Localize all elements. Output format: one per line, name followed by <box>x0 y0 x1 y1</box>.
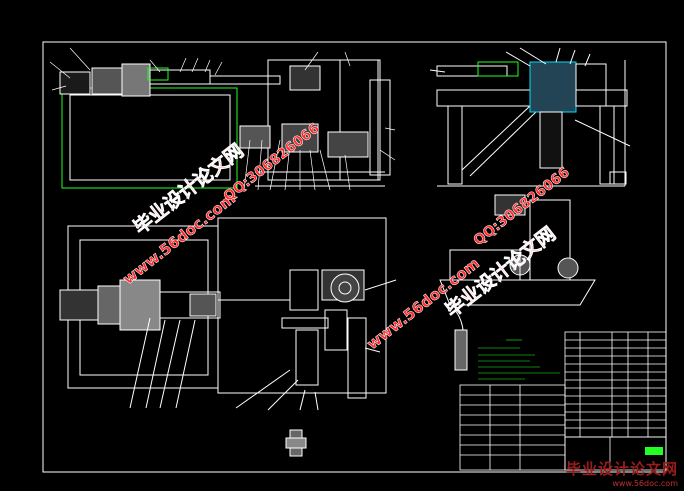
title-block <box>459 331 667 471</box>
detail-view-right-middle <box>439 194 596 371</box>
technical-notes <box>478 339 560 380</box>
side-view-top-right <box>429 47 631 187</box>
callout-leaders-top-left <box>49 47 396 191</box>
watermark-qq-right: QQ:306826066 <box>471 164 573 249</box>
watermark-left: 毕业设计论文网 www.56doc.com QQ:306826066 <box>119 120 323 288</box>
site-brand-name: 毕业设计论文网 <box>565 460 678 478</box>
plan-view-bottom-left <box>59 217 397 411</box>
site-brand: 毕业设计论文网 www.56doc.com <box>566 458 678 488</box>
detail-part-bottom <box>285 429 307 457</box>
drawing-frame <box>42 41 667 473</box>
watermark-right: 毕业设计论文网 www.56doc.com QQ:306826066 <box>363 164 573 353</box>
site-brand-url: www.56doc.com <box>612 479 678 488</box>
